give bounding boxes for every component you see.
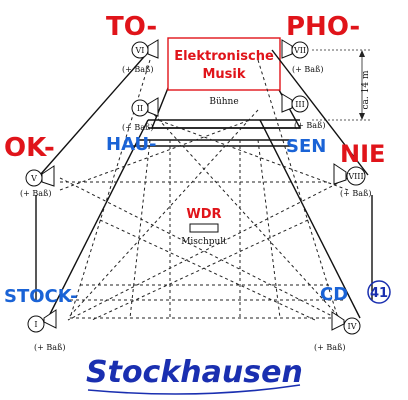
speaker-VI-horn-icon	[147, 39, 159, 59]
svg-text:V: V	[30, 174, 37, 183]
title-stock: STOCK-	[4, 286, 78, 307]
speaker-I-horn-icon	[43, 309, 57, 329]
title-hau: HAU-	[106, 134, 157, 155]
speaker-VIII: VIII (+ Baß)	[333, 163, 371, 198]
mischpult-label: Mischpult	[181, 237, 227, 247]
distance-marker: ca. 14 m	[312, 49, 372, 121]
speaker-II-bass: (+ Baß)	[122, 123, 153, 132]
title-ok: OK-	[4, 133, 55, 163]
speaker-II-horn-icon	[147, 97, 159, 117]
signature-underline	[87, 384, 301, 395]
svg-text:VI: VI	[135, 46, 145, 55]
electronic-music-box	[167, 37, 281, 91]
speaker-V-horn-icon	[41, 165, 55, 187]
svg-text:I: I	[34, 320, 37, 329]
hall-outline	[35, 49, 373, 319]
svg-text:II: II	[137, 104, 143, 113]
speaker-V: V (+ Baß)	[20, 165, 55, 198]
speaker-VIII-horn-icon	[333, 163, 347, 185]
svg-text:IV: IV	[348, 322, 357, 331]
speaker-I-bass: (+ Baß)	[34, 343, 65, 352]
title-sen: SEN	[286, 136, 326, 157]
svg-text:III: III	[295, 100, 304, 109]
wdr-label: WDR	[186, 207, 221, 222]
cd-number-circle	[367, 280, 391, 304]
buehne-label: Bühne	[209, 97, 238, 107]
speaker-V-bass: (+ Baß)	[20, 189, 51, 198]
signature: Stockhausen	[86, 355, 303, 390]
speaker-VII-horn-icon	[281, 39, 293, 59]
speaker-III-horn-icon	[281, 93, 293, 113]
stage-area: Elektronische Musik Bühne	[132, 37, 302, 147]
electronic-music-label-line1: Elektronische	[174, 49, 274, 64]
speaker-VII-bass: (+ Baß)	[292, 65, 323, 74]
speaker-VI: VI (+ Baß)	[122, 39, 159, 74]
speaker-IV: IV (+ Baß)	[314, 311, 361, 352]
speaker-VIII-bass: (+ Baß)	[340, 189, 371, 198]
title-pho: PHO-	[286, 12, 360, 42]
speaker-II: II (+ Baß)	[122, 97, 159, 132]
electronic-music-label-line2: Musik	[202, 67, 245, 82]
svg-text:VIII: VIII	[347, 172, 363, 181]
distance-label: ca. 14 m	[361, 70, 371, 109]
speaker-IV-bass: (+ Baß)	[314, 343, 345, 352]
title-nie: NIE	[340, 140, 385, 168]
title-cd: CD	[320, 284, 348, 305]
speaker-IV-horn-icon	[331, 311, 345, 331]
mixing-console-icon	[189, 223, 219, 233]
speaker-VII: VII (+ Baß)	[281, 39, 323, 74]
mixing-desk: WDR Mischpult	[181, 207, 227, 247]
speaker-VI-bass: (+ Baß)	[122, 65, 153, 74]
speaker-III-bass: (+ Baß)	[294, 121, 325, 130]
cd-number: 41	[370, 286, 388, 301]
speaker-III: III (+ Baß)	[281, 93, 325, 130]
svg-text:VII: VII	[293, 46, 306, 55]
speaker-I: I (+ Baß)	[27, 309, 65, 352]
title-to: TO-	[106, 12, 157, 42]
sound-paths	[59, 59, 349, 321]
